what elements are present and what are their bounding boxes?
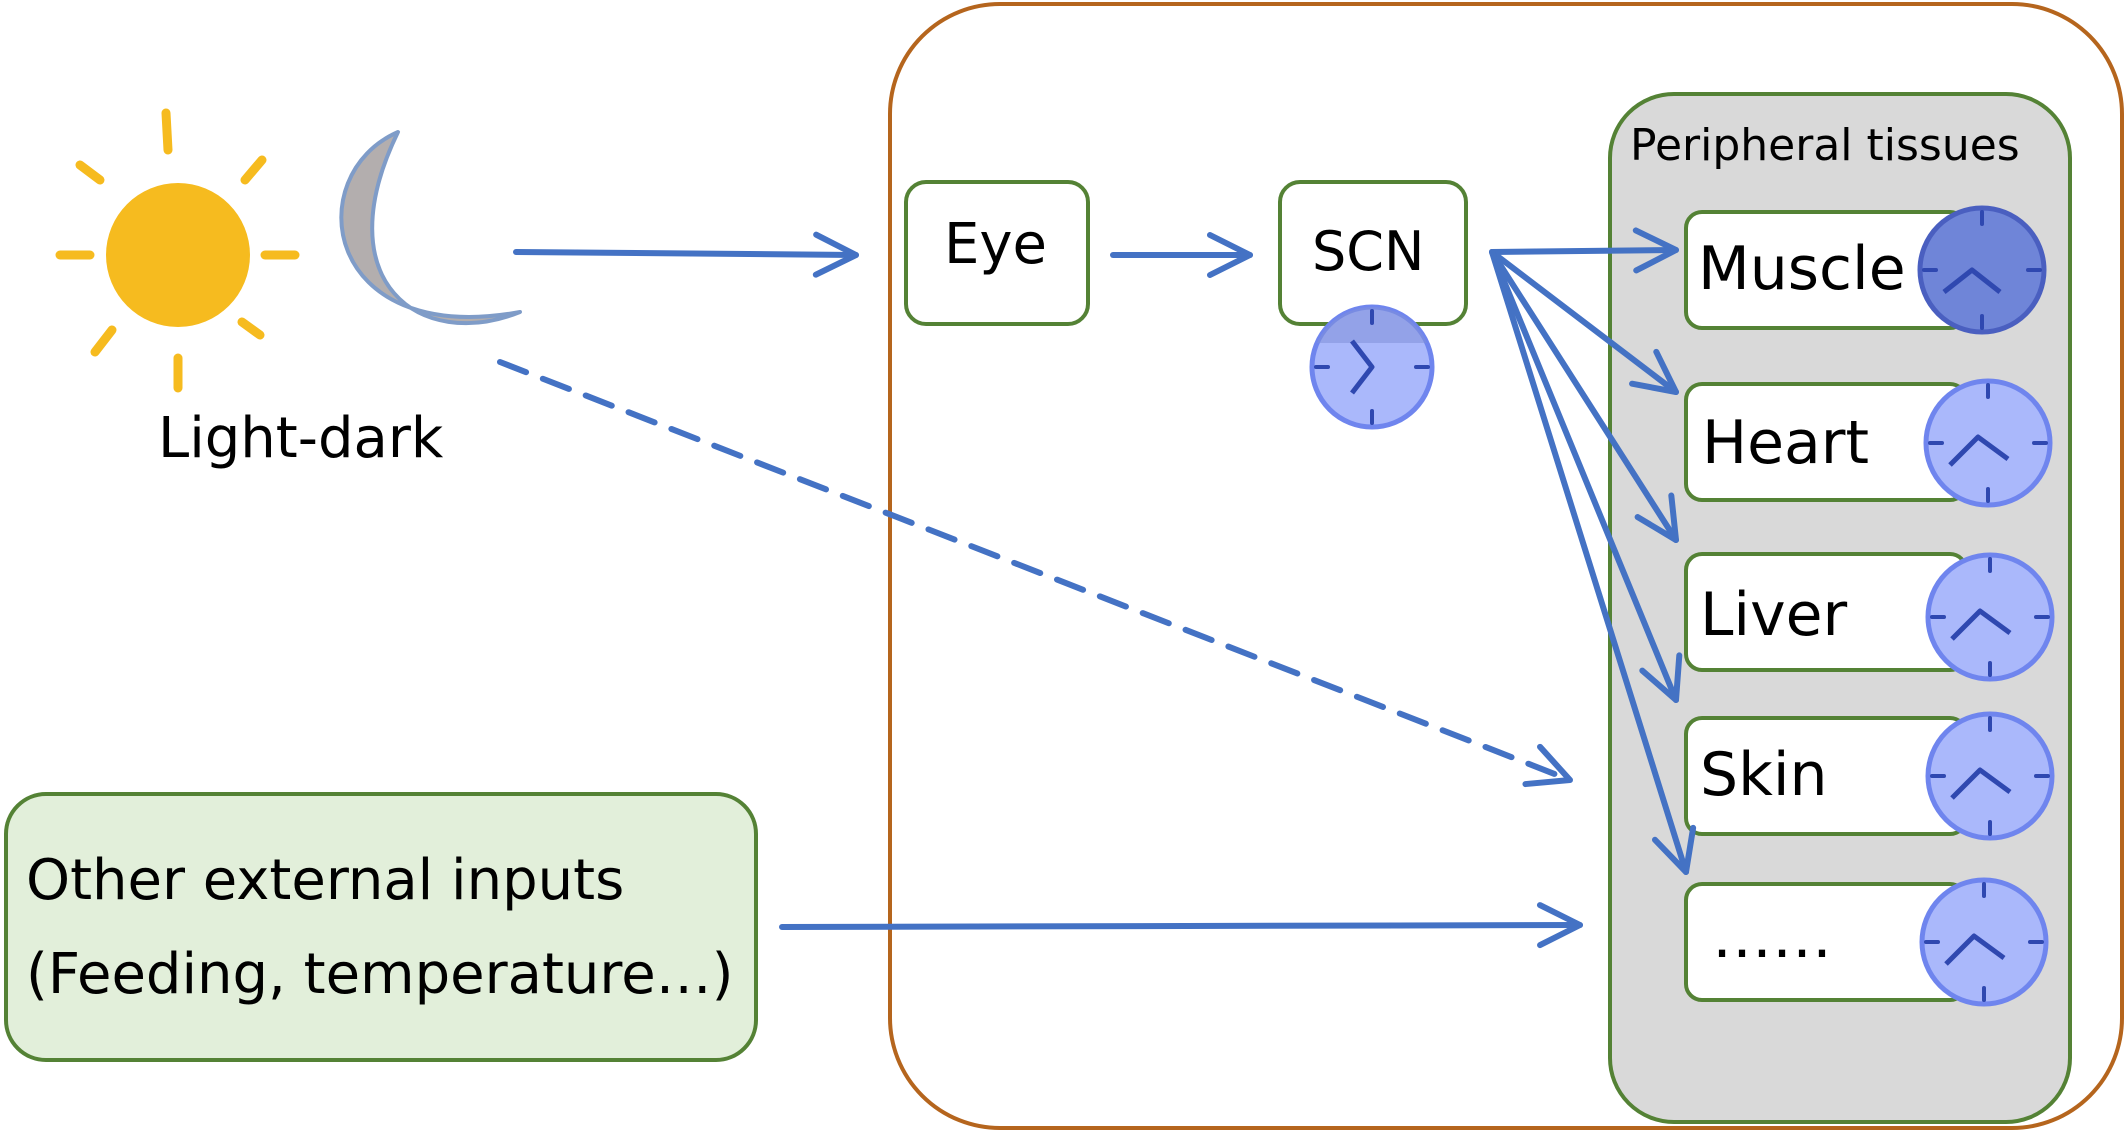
clock-icon [1925, 711, 2055, 841]
tissue-label-more: …… [1712, 902, 1832, 972]
eye-label: Eye [944, 212, 1047, 277]
scn-label: SCN [1312, 220, 1425, 283]
arrow-light-to-eye [513, 231, 859, 278]
eye-box [904, 180, 1090, 326]
organism-container [888, 2, 2124, 1130]
arrow-scn-to-muscle [1489, 227, 1679, 274]
arrow-inputs-to-periphery [779, 902, 1583, 949]
tissue-label-skin: Skin [1700, 740, 1828, 810]
clock-icon [1309, 304, 1435, 430]
clock-icon [1923, 378, 2053, 508]
tissue-label-heart: Heart [1702, 408, 1869, 478]
clock-icon [1925, 552, 2055, 682]
moon-icon [339, 130, 522, 326]
light-dark-label: Light-dark [158, 406, 444, 471]
arrow-scn-to-liver [1489, 249, 1679, 543]
external-inputs-label: Other external inputs [26, 848, 625, 913]
arrow-light-to-periphery-dashed [497, 359, 1573, 788]
arrow-scn-to-heart [1489, 249, 1679, 395]
arrow-scn-to-more [1489, 249, 1697, 875]
external-inputs-examples-label: (Feeding, temperature…) [26, 942, 734, 1007]
arrow-scn-to-skin [1489, 249, 1683, 703]
arrows [497, 227, 1697, 949]
tissue-label-muscle: Muscle [1698, 234, 1906, 304]
tissue-label-liver: Liver [1700, 580, 1848, 650]
sun-icon [55, 108, 300, 393]
peripheral-tissues-label: Peripheral tissues [1630, 120, 2020, 171]
external-inputs-box [4, 792, 758, 1062]
clock-icon [1917, 205, 2047, 335]
clock-icon [1919, 877, 2049, 1007]
